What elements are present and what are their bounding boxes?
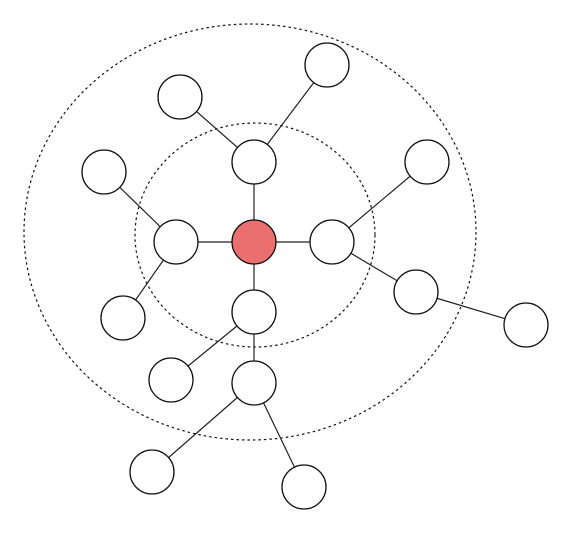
node-t-top-right <box>304 42 350 88</box>
outer-ring <box>23 23 477 441</box>
node-n-right <box>309 219 355 265</box>
rings-layer <box>23 23 477 441</box>
node-b-bottom-left <box>129 449 175 495</box>
node-b-left <box>148 357 194 403</box>
edges-layer <box>103 64 527 488</box>
node-b-bottom-right <box>281 464 327 510</box>
node-l-lower <box>100 295 146 341</box>
center-node <box>231 219 277 265</box>
node-b-hub <box>231 360 277 406</box>
node-r-far <box>503 302 549 348</box>
inner-ring <box>134 122 376 348</box>
nodes-layer <box>81 42 549 510</box>
node-t-top-left <box>157 74 203 120</box>
node-n-bottom <box>231 289 277 335</box>
node-n-left <box>153 219 199 265</box>
node-l-upper <box>81 149 127 195</box>
node-r-upper <box>404 139 450 185</box>
node-n-top <box>231 139 277 185</box>
node-r-mid <box>393 269 439 315</box>
